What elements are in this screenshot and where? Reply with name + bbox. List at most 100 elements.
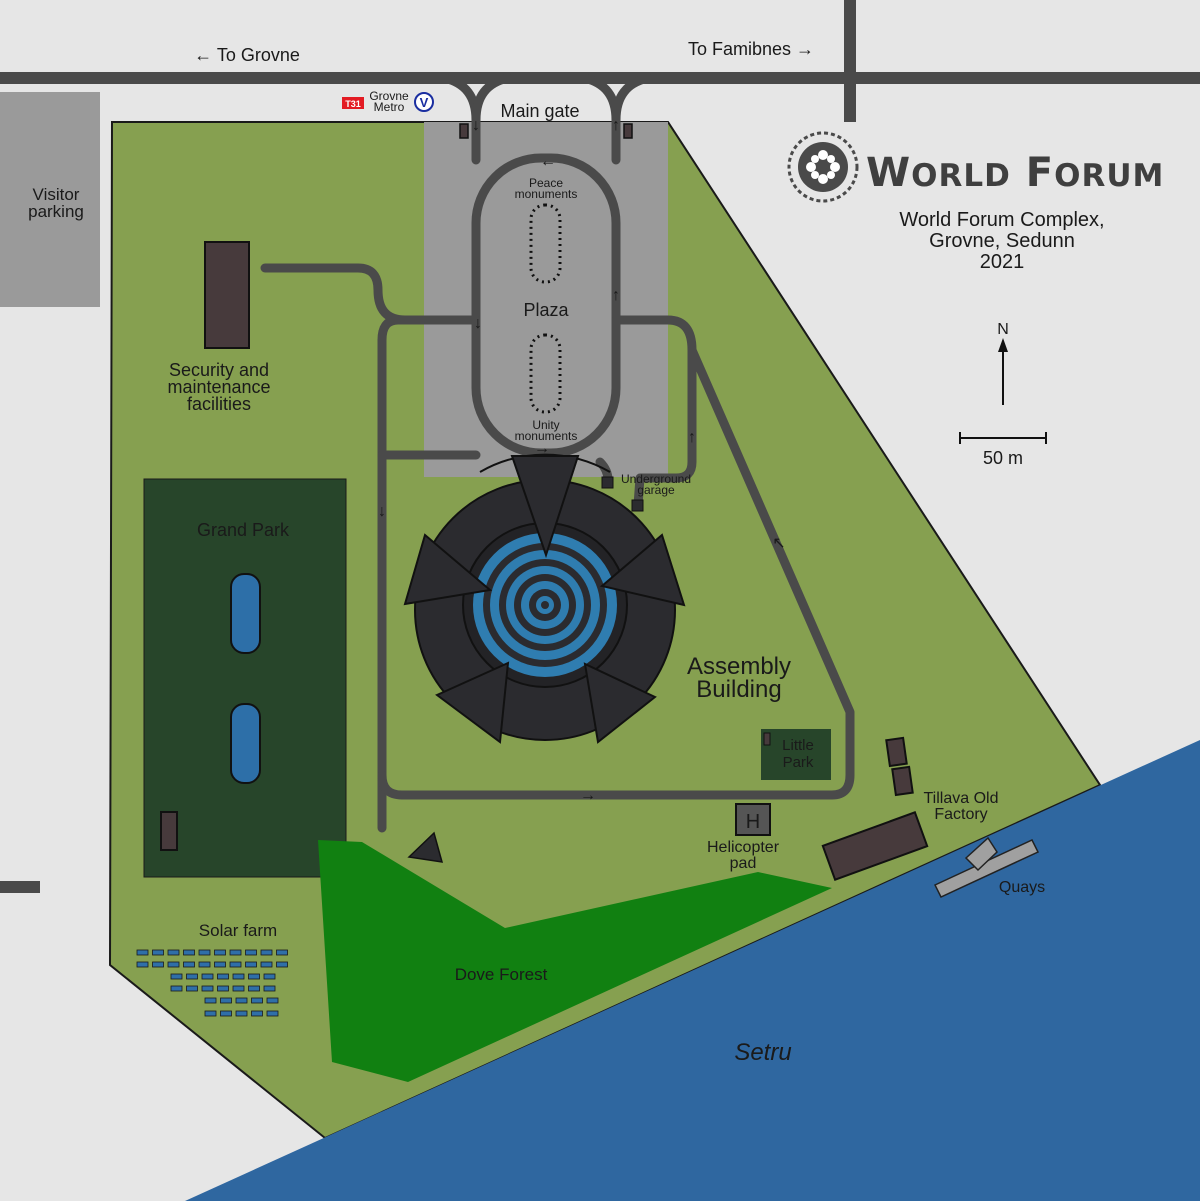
helicopter-pad-label-1: Helicopter: [707, 839, 780, 856]
dove-forest-label: Dove Forest: [455, 965, 548, 984]
garage-label-1: Underground: [621, 472, 691, 486]
assembly-label-1: Assembly: [687, 653, 791, 680]
helicopter-pad-label-2: pad: [730, 855, 757, 872]
visitor-parking-label-1: Visitor: [33, 185, 80, 204]
grand-park-pond-1: [230, 573, 261, 654]
solar-panel: [136, 949, 149, 956]
little-park-label-1: Little: [782, 737, 814, 754]
solar-panel: [204, 997, 217, 1004]
solar-panel: [248, 973, 260, 980]
river-label: Setru: [734, 1039, 791, 1066]
grand-park: [143, 478, 347, 878]
solar-panel: [170, 973, 183, 980]
traffic-arrow-plaza-south: →: [534, 440, 550, 457]
solar-panel: [220, 997, 232, 1004]
logo-title-rest: ORLD: [911, 158, 1011, 194]
dove-monument-triangle: [407, 831, 444, 863]
solar-panel: [245, 961, 257, 968]
main-roads: [0, 0, 1200, 893]
solar-panel: [266, 997, 279, 1004]
gate-booth-west: [459, 123, 469, 139]
factory-label-2: Factory: [934, 806, 987, 823]
solar-panel: [167, 949, 180, 956]
traffic-arrow-diagonal-road: ↖: [772, 535, 785, 552]
river-setru: [185, 740, 1200, 1201]
traffic-arrow-gate-out: ↑: [612, 117, 620, 134]
metro-station-label-1: Grovne: [369, 89, 409, 103]
scale-bar: [959, 432, 1047, 444]
solar-panel: [229, 949, 242, 956]
solar-panel: [217, 973, 229, 980]
grand-park-building: [160, 811, 178, 851]
traffic-arrow-west-road: ↓: [378, 503, 386, 520]
security-label-3: facilities: [187, 394, 251, 414]
solar-panel: [167, 961, 180, 968]
garage-entrance-2: [631, 499, 644, 512]
traffic-arrow-plaza-east: ↑: [612, 287, 620, 304]
main-gate-label: Main gate: [500, 101, 579, 121]
quays-label: Quays: [999, 879, 1045, 896]
traffic-arrow-plaza-north: ←: [540, 153, 556, 170]
grand-park-label: Grand Park: [197, 520, 290, 540]
assembly-label-2: Building: [696, 676, 781, 703]
solar-panel: [198, 961, 211, 968]
solar-panel: [266, 1010, 279, 1017]
peace-monuments-label-2: monuments: [515, 187, 578, 201]
grand-park-pond-2: [230, 703, 261, 784]
metro-station-label-2: Metro: [374, 100, 405, 114]
helicopter-pad: [735, 803, 771, 836]
scale-bar-label: 50 m: [983, 448, 1023, 468]
subtitle-line-1: World Forum Complex,: [899, 209, 1104, 231]
solar-panel: [186, 973, 198, 980]
road-label-west: ← To Grovne: [194, 45, 300, 65]
logo-title-initial: W: [866, 150, 911, 196]
logo-title-rest: ORUM: [1054, 158, 1164, 194]
traffic-arrow-south-road: →: [580, 787, 596, 804]
solar-panel: [263, 973, 276, 980]
site-roads: [260, 73, 855, 833]
solar-panel: [251, 1010, 263, 1017]
garage-entrance-1: [601, 476, 614, 489]
little-park: [761, 729, 831, 780]
security-label-1: Security and: [169, 360, 269, 380]
north-label: N: [997, 321, 1009, 338]
solar-panel: [260, 949, 273, 956]
solar-panel: [214, 961, 226, 968]
gate-booth-east: [623, 123, 633, 139]
helicopter-pad-letter: H: [746, 811, 760, 833]
solar-panel: [198, 949, 211, 956]
metro-line-badge: [342, 97, 364, 109]
plaza-area: [424, 122, 668, 477]
solar-panel: [276, 961, 288, 968]
factory-building-2: [891, 765, 914, 797]
solar-panel: [186, 985, 198, 992]
solar-farm: [136, 949, 288, 1017]
solar-panel: [276, 949, 288, 956]
unity-monuments-label-2: monuments: [515, 429, 578, 443]
world-forum-emblem-icon: [787, 131, 859, 203]
solar-panel: [260, 961, 273, 968]
solar-panel: [152, 949, 164, 956]
metro-logo-letter: V: [420, 95, 429, 110]
visitor-parking-label-2: parking: [28, 202, 84, 221]
factory-label-1: Tillava Old: [924, 790, 999, 807]
peace-monuments: [529, 203, 562, 284]
solar-panel: [201, 985, 214, 992]
security-building: [204, 241, 250, 349]
solar-panel: [235, 997, 248, 1004]
solar-panel: [183, 961, 195, 968]
logo-title-initial: F: [1011, 150, 1054, 196]
logo-title: WORLD FORUM: [866, 150, 1164, 196]
traffic-arrow-gate-in: ↓: [472, 117, 480, 134]
solar-panel: [152, 961, 164, 968]
metro-logo-icon: [414, 92, 434, 112]
solar-panel: [220, 1010, 232, 1017]
solar-panel: [136, 961, 149, 968]
factory-building-1: [885, 736, 908, 768]
north-arrow-icon: [998, 338, 1008, 405]
solar-panel: [170, 985, 183, 992]
peace-monuments-label-1: Peace: [529, 176, 563, 190]
solar-panel: [201, 973, 214, 980]
dove-forest: [318, 840, 832, 1082]
